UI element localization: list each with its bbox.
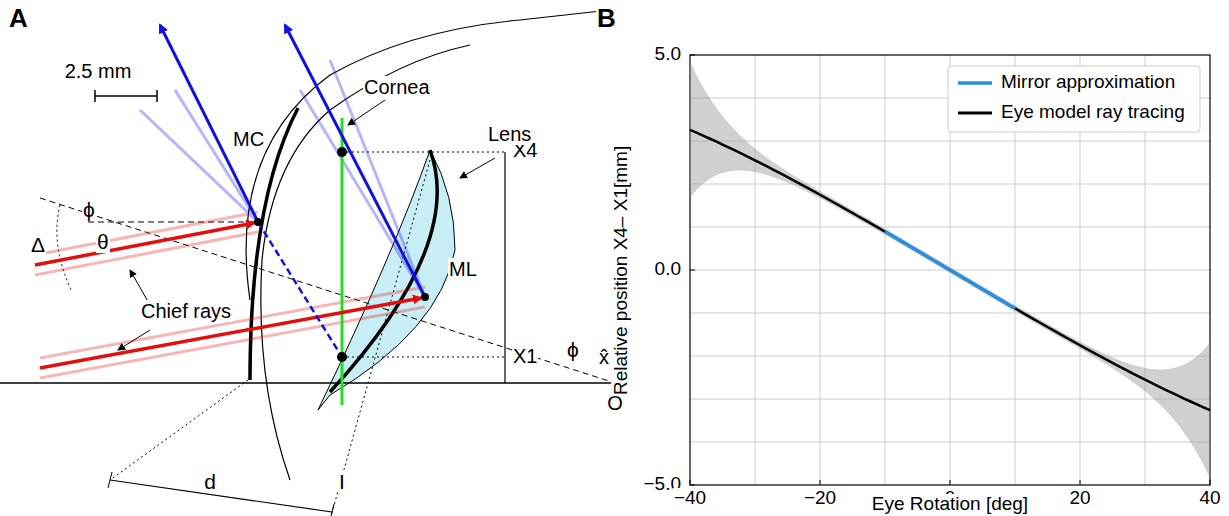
- part-name: Chief rays: [140, 300, 232, 322]
- axis-label: x̂: [598, 346, 610, 368]
- part-name: Cornea: [363, 76, 431, 98]
- axis-title: Relative position X4– X1[mm]: [612, 144, 633, 395]
- axis-title: Eye Rotation [deg]: [871, 494, 1029, 515]
- panel-letter: B: [596, 4, 617, 33]
- tick-label: −40: [673, 488, 707, 509]
- part-name: Lens: [487, 123, 532, 145]
- angle-label: θ: [96, 230, 110, 253]
- legend-sample: [958, 112, 992, 115]
- position-label: X1: [512, 345, 538, 367]
- tick-label: −20: [803, 488, 837, 509]
- mirror-label: ML: [448, 258, 478, 280]
- tick-label: 0.0: [654, 259, 682, 280]
- tick-label: 20: [1068, 488, 1091, 509]
- panel-letter: A: [8, 4, 29, 33]
- plane-label: I: [338, 470, 346, 493]
- angle-label: ϕ: [566, 338, 580, 361]
- tick-label: 5.0: [654, 44, 682, 65]
- dimension-label: d: [203, 470, 217, 493]
- angle-label: ϕ: [82, 198, 96, 221]
- tick-label: 40: [1198, 488, 1221, 509]
- legend-text: Eye model ray tracing: [1000, 102, 1186, 123]
- mirror-label: MC: [232, 128, 265, 150]
- legend-sample: [958, 81, 992, 85]
- angle-label: Δ: [30, 233, 46, 256]
- scale-label: 2.5 mm: [64, 60, 133, 82]
- legend-text: Mirror approximation: [1000, 72, 1176, 93]
